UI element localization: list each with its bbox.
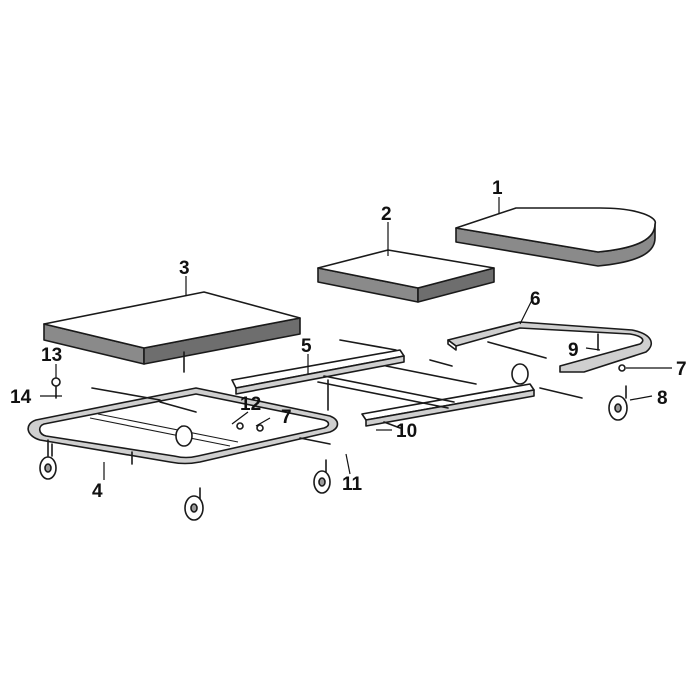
callout-10: 10: [396, 421, 417, 442]
part-1-seat-pad: [455, 207, 657, 267]
callout-13: 13: [41, 345, 62, 366]
callout-14: 14: [10, 387, 32, 408]
part-6-rear-frame: [447, 321, 653, 373]
part-2-back-pad: [317, 249, 495, 303]
fasteners: [51, 333, 626, 445]
leader-lines: [40, 197, 672, 480]
callout-5: 5: [301, 336, 312, 357]
caster-rear-pair: [175, 363, 529, 447]
callout-8: 8: [657, 388, 668, 409]
callout-7-front: 7: [281, 407, 292, 428]
callout-6: 6: [530, 289, 541, 310]
part-3-large-pad: [43, 291, 301, 365]
part-8-caster: [608, 385, 628, 421]
caster-front-left: [39, 443, 57, 480]
callout-4: 4: [92, 481, 103, 502]
callout-3: 3: [179, 258, 190, 279]
callout-2: 2: [381, 204, 392, 225]
callout-9: 9: [568, 340, 579, 361]
callout-7-rear: 7: [676, 359, 687, 380]
callout-1: 1: [492, 178, 503, 199]
part-5-middle-frame: [231, 349, 535, 427]
callout-12: 12: [240, 394, 261, 415]
caster-front-middle: [184, 487, 204, 521]
callout-11: 11: [342, 474, 363, 495]
caster-front-right: [313, 459, 331, 494]
callout-labels: 1 2 3 4 5 6 7 7 8 9 10 11 12 13 14: [10, 178, 687, 502]
